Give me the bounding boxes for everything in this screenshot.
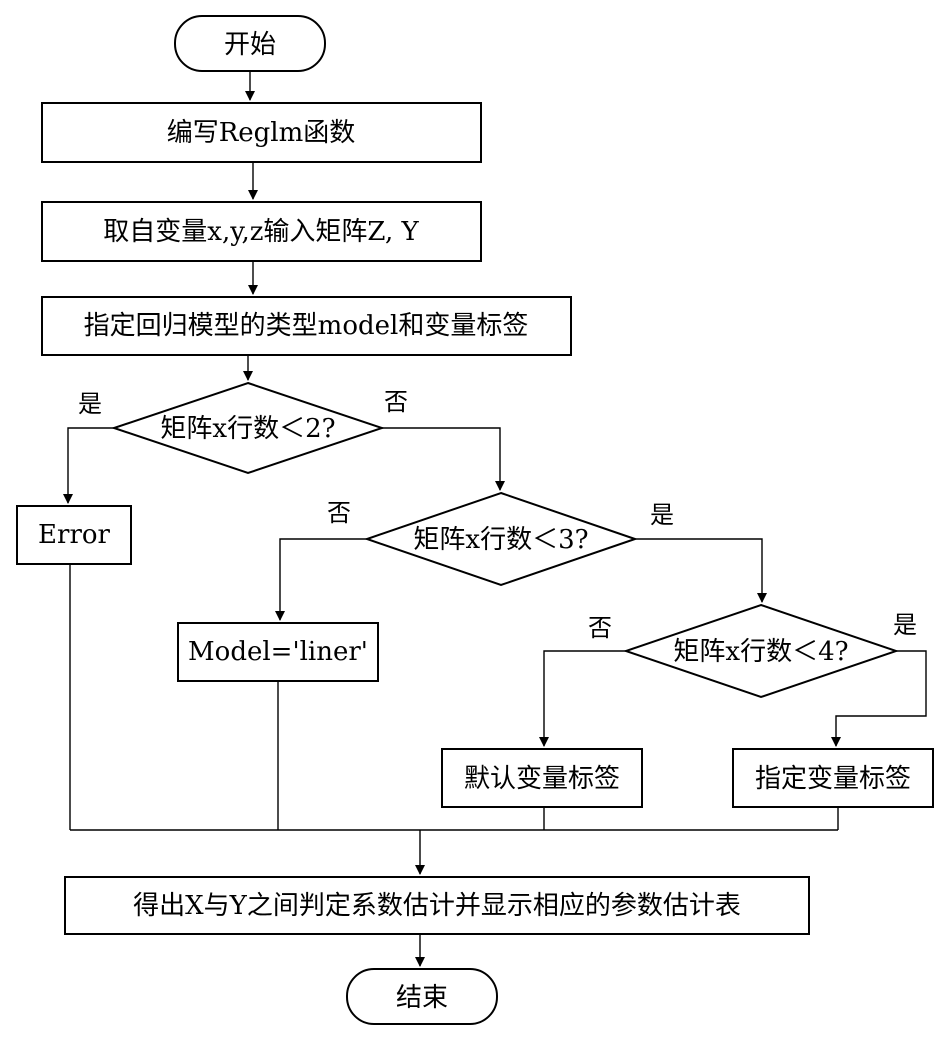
default-labels-box: 默认变量标签 xyxy=(441,748,643,808)
d4-no-label: 否 xyxy=(588,614,612,642)
specify-model-label: 指定回归模型的类型model和变量标签 xyxy=(84,311,529,341)
d3-no-label: 否 xyxy=(327,499,351,527)
arrow-d2-yes-to-error xyxy=(63,427,114,504)
start-node: 开始 xyxy=(174,15,326,72)
decision-rows-lt-2: 矩阵x行数＜2? xyxy=(110,381,386,475)
connectors xyxy=(63,72,927,967)
result-label: 得出X与Y之间判定系数估计并显示相应的参数估计表 xyxy=(133,891,741,921)
d3-yes-label: 是 xyxy=(650,501,674,529)
decision-lt3-label: 矩阵x行数＜3? xyxy=(413,525,588,555)
d2-no-label: 否 xyxy=(384,388,408,416)
input-matrix-box: 取自变量x,y,z输入矩阵Z, Y xyxy=(41,201,482,262)
decision-lt2-label: 矩阵x行数＜2? xyxy=(160,414,335,444)
arrow-d4-yes-to-specified xyxy=(831,650,927,747)
d2-yes-label: 是 xyxy=(78,390,102,418)
error-label: Error xyxy=(38,520,110,550)
arrow-d4-no-to-default xyxy=(539,650,626,747)
decision-rows-lt-4: 矩阵x行数＜4? xyxy=(622,603,900,699)
specified-labels-box: 指定变量标签 xyxy=(732,748,934,808)
specified-labels-label: 指定变量标签 xyxy=(755,764,911,794)
d4-yes-label: 是 xyxy=(893,611,917,639)
result-box: 得出X与Y之间判定系数估计并显示相应的参数估计表 xyxy=(64,876,810,935)
write-function-box: 编写Reglm函数 xyxy=(41,102,482,163)
arrow-d3-yes-to-d4 xyxy=(635,538,767,603)
arrow-d3-no-to-liner xyxy=(275,538,367,621)
model-liner-label: Model='liner' xyxy=(188,637,368,667)
start-label: 开始 xyxy=(224,30,276,60)
end-node: 结束 xyxy=(346,968,498,1025)
end-label: 结束 xyxy=(396,983,448,1013)
write-function-label: 编写Reglm函数 xyxy=(167,118,356,148)
input-matrix-label: 取自变量x,y,z输入矩阵Z, Y xyxy=(103,217,419,247)
error-box: Error xyxy=(16,505,132,565)
model-liner-box: Model='liner' xyxy=(177,622,379,682)
decision-lt4-label: 矩阵x行数＜4? xyxy=(673,637,848,667)
specify-model-box: 指定回归模型的类型model和变量标签 xyxy=(41,296,572,356)
default-labels-label: 默认变量标签 xyxy=(464,764,620,794)
decision-rows-lt-3: 矩阵x行数＜3? xyxy=(363,491,639,587)
arrow-d2-no-to-d3 xyxy=(382,427,505,491)
